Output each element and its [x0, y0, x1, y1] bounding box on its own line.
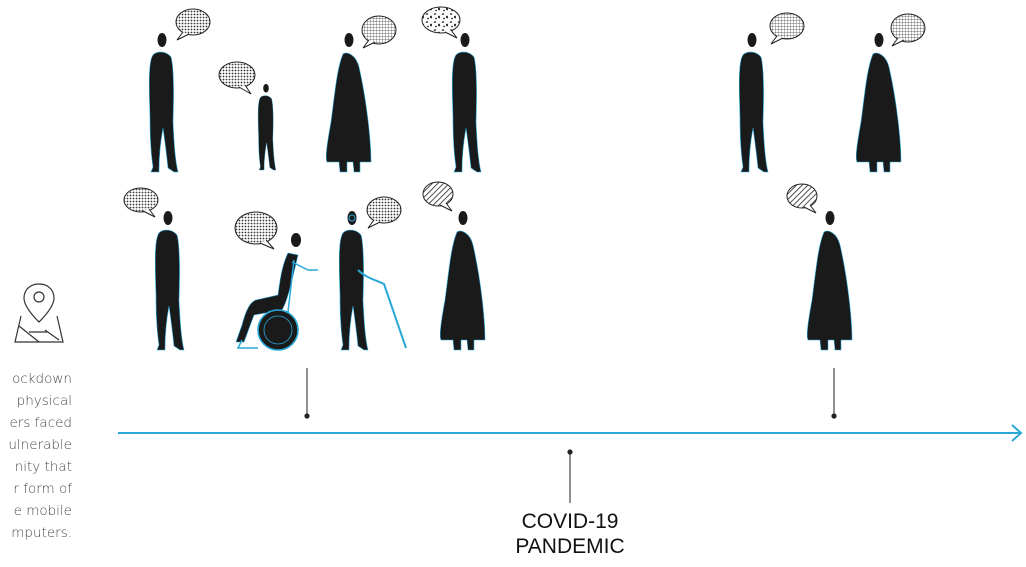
event-label-line: PANDEMIC	[515, 535, 625, 558]
speech-bubble-icon	[361, 15, 397, 49]
person-figure	[154, 210, 185, 351]
connector-event	[567, 449, 573, 503]
connector-right	[831, 368, 837, 419]
speech-bubble-icon	[769, 12, 805, 45]
description-line: e mobile	[13, 503, 72, 519]
description-line: ulnerable	[8, 437, 72, 453]
connector-left	[304, 368, 310, 419]
event-label: COVID-19 PANDEMIC	[490, 509, 650, 559]
speech-bubble-icon	[175, 8, 211, 41]
description-line: physical	[16, 393, 72, 409]
person-figure	[738, 32, 769, 173]
speech-bubble-icon	[890, 13, 926, 47]
map-pin-icon	[14, 283, 64, 343]
description-line: r form of	[13, 481, 72, 497]
person-figure	[855, 32, 902, 173]
speech-bubble-icon	[366, 196, 402, 229]
person-with-cane-figure	[338, 210, 407, 351]
description-line: nity that	[14, 459, 72, 475]
event-label-line: COVID-19	[521, 510, 619, 533]
speech-bubble-icon	[421, 6, 461, 39]
description-text: ockdown physical ers faced ulnerable nit…	[0, 368, 72, 544]
person-figure	[148, 32, 179, 173]
description-line: mputers.	[11, 525, 72, 541]
person-figure	[451, 32, 482, 173]
description-line: ers faced	[9, 415, 72, 431]
person-figure	[439, 210, 486, 351]
wheelchair-user-figure	[235, 233, 318, 351]
person-figure	[806, 210, 853, 351]
speech-bubble-icon	[422, 181, 454, 212]
child-figure	[257, 83, 277, 171]
speech-bubble-icon	[786, 183, 818, 214]
speech-bubble-icon	[123, 187, 159, 218]
description-line: ockdown	[12, 371, 72, 387]
person-figure	[325, 32, 372, 173]
speech-bubble-icon	[234, 211, 278, 250]
timeline-arrowhead	[1011, 424, 1023, 442]
speech-bubble-icon	[218, 61, 256, 95]
